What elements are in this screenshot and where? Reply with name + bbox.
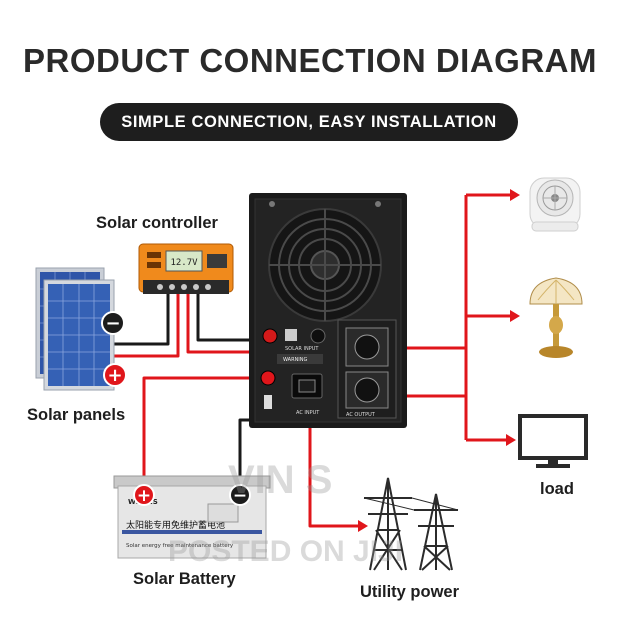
solar-input-red-terminal xyxy=(262,328,278,344)
monitor-icon xyxy=(518,414,588,468)
solar-battery: WILCES 太阳能专用免维护蓄电池 Solar energy free mai… xyxy=(113,475,271,559)
warning-label: WARNING xyxy=(283,357,308,363)
label-solar-controller: Solar controller xyxy=(96,214,218,232)
tower-left xyxy=(364,477,412,571)
watermark-site: POSTED ON JIJI xyxy=(168,535,404,568)
label-solar-panels: Solar panels xyxy=(27,406,126,424)
battery-text-english: Solar energy free maintenance battery xyxy=(126,543,234,549)
panel-positive-terminal xyxy=(103,363,127,387)
fan-grille xyxy=(268,208,382,322)
battery-text-chinese: 太阳能专用免维护蓄电池 xyxy=(126,519,225,531)
desk-fan-icon xyxy=(529,177,581,232)
wire-battery-positive xyxy=(142,376,268,488)
controller-display-value: 12.7V xyxy=(170,258,198,268)
arrow-lamp xyxy=(510,310,520,322)
wire-utility xyxy=(308,400,360,528)
controller-display xyxy=(165,250,203,272)
battery-positive-port xyxy=(260,370,276,386)
wire-controller-inverter-red xyxy=(186,290,262,354)
watermark-name: VIN S xyxy=(228,458,333,502)
arrow-utility xyxy=(358,520,368,532)
panel-negative-sign: − xyxy=(105,313,120,334)
table-lamp-icon xyxy=(529,277,583,358)
solar-panels: − + xyxy=(35,267,127,391)
ac-input-label: AC INPUT xyxy=(296,410,320,416)
solar-panel-front xyxy=(43,279,115,391)
solar-input-black-terminal xyxy=(310,328,326,344)
wires xyxy=(112,193,512,528)
wire-controller-panel-black xyxy=(112,290,170,346)
arrow-monitor xyxy=(506,434,516,446)
panel-negative-terminal xyxy=(101,311,125,335)
page-title: PRODUCT CONNECTION DIAGRAM xyxy=(23,42,597,79)
label-solar-battery: Solar Battery xyxy=(133,570,236,588)
utility-towers xyxy=(363,477,459,571)
solar-controller: 12.7V xyxy=(138,243,234,294)
tower-right xyxy=(414,493,458,571)
wire-battery-negative xyxy=(238,418,250,488)
solar-input-label: SOLAR INPUT xyxy=(285,346,319,352)
battery-negative-sign: − xyxy=(233,486,247,506)
wire-controller-inverter-black xyxy=(196,290,262,342)
wire-controller-panel-red xyxy=(112,290,180,358)
label-load: load xyxy=(540,480,574,498)
battery-negative-terminal xyxy=(229,484,251,506)
arrow-fan xyxy=(510,189,520,201)
battery-positive-terminal xyxy=(133,484,155,506)
battery-positive-sign: + xyxy=(137,486,151,506)
subtitle-banner: SIMPLE CONNECTION, EASY INSTALLATION xyxy=(100,103,518,141)
inverter: SOLAR INPUT WARNING AC INPUT AC OUTPUT xyxy=(249,193,407,428)
ac-output-label: AC OUTPUT xyxy=(346,412,376,418)
label-utility-power: Utility power xyxy=(360,583,460,601)
panel-positive-sign: + xyxy=(107,365,122,386)
